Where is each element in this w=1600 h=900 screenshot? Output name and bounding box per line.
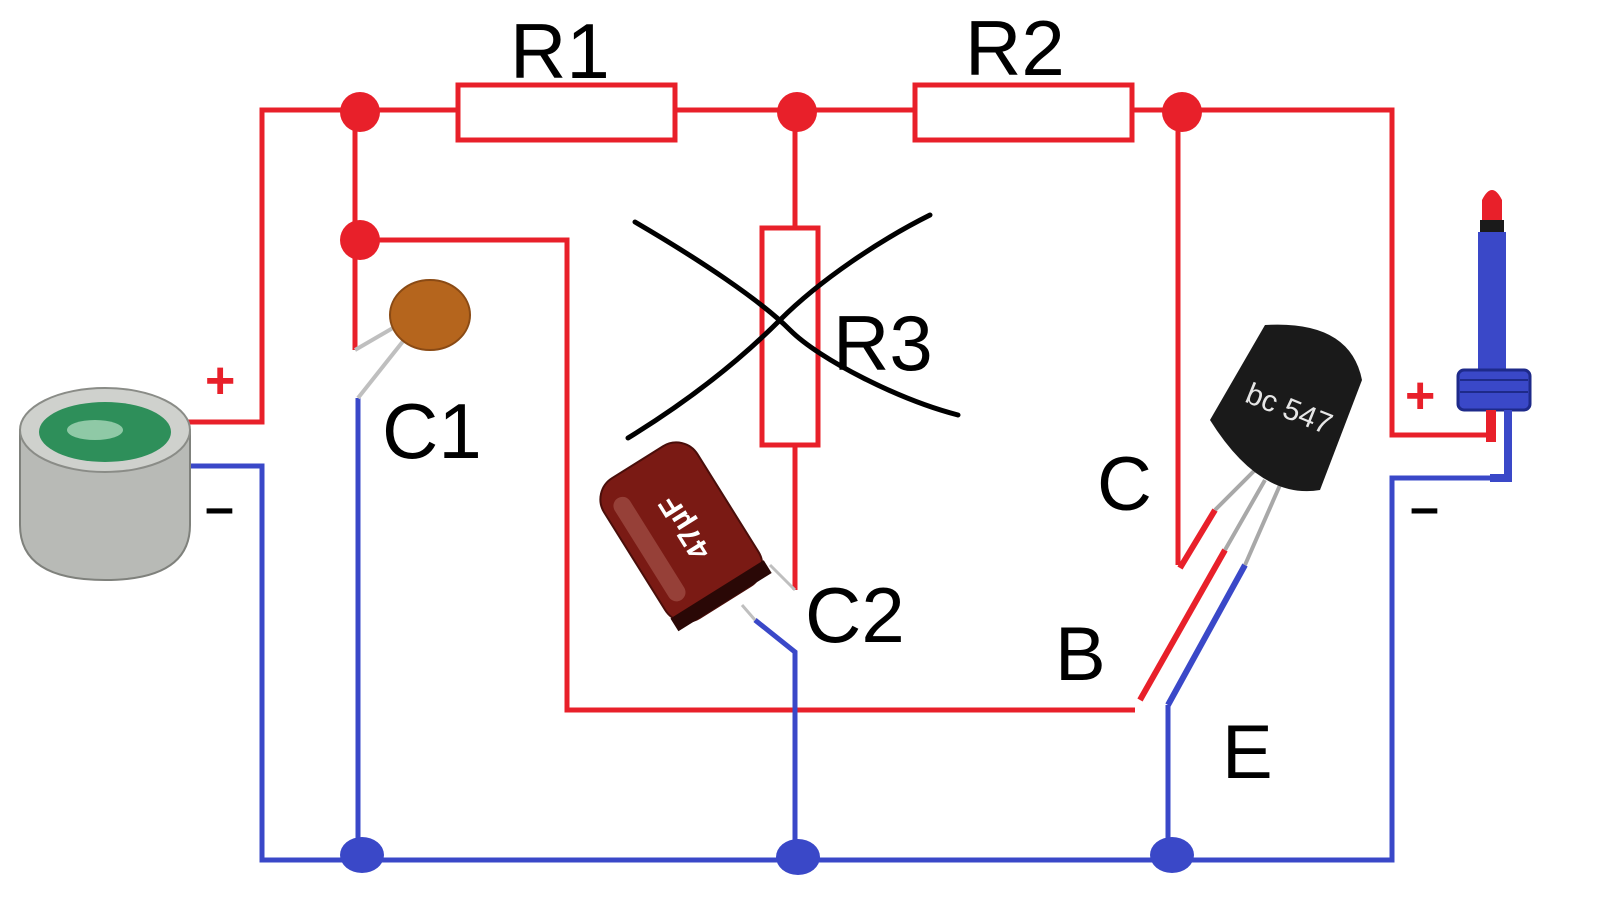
jack-thread (1456, 368, 1532, 412)
transistor-leg-base (1137, 548, 1228, 702)
c2-lead-positive (768, 563, 797, 592)
ground-wires (90, 398, 1490, 863)
microphone (19, 387, 191, 582)
c2-bottom (670, 560, 772, 632)
transistor-leg-silver-3 (1243, 484, 1282, 566)
jack-tip (1482, 190, 1502, 220)
junction-dot-top-left (340, 92, 380, 132)
label-out-minus: – (1410, 479, 1439, 537)
c2-lead-negative (740, 604, 757, 621)
label-pin-c: C (1097, 442, 1152, 527)
junction-dot-ground-left (340, 837, 384, 873)
positive-wires (90, 107, 1490, 713)
label-mic-plus: + (205, 352, 235, 410)
resistor-r1 (455, 82, 678, 143)
electrolytic-capacitor-c2: 47µF (599, 441, 772, 632)
transistor-body (1210, 324, 1362, 492)
label-mic-minus: – (205, 479, 234, 537)
label-c1: C1 (382, 387, 482, 475)
transistor-bc547: bc 547 (1137, 324, 1362, 707)
jack-ring (1480, 220, 1504, 232)
mic-pcb-pad (67, 420, 123, 440)
junction-dot-top-middle (777, 92, 817, 132)
resistor-r2 (912, 82, 1135, 143)
wire-mic-minus-to-ground (90, 463, 1490, 863)
transistor-leg-silver-1 (1213, 468, 1257, 512)
c2-stripe (613, 496, 686, 602)
r3-cross-mark (625, 212, 961, 441)
audio-jack (1456, 190, 1532, 482)
jack-minus-tab (1490, 410, 1512, 482)
label-r1: R1 (510, 7, 610, 95)
junction-dot-top-right (1162, 92, 1202, 132)
jack-shaft (1478, 232, 1506, 372)
wire-c2-to-ground (753, 618, 798, 860)
junction-dot-ground-right (1150, 837, 1194, 873)
label-out-plus: + (1405, 367, 1435, 425)
resistor-r3 (759, 225, 821, 448)
transistor-leg-collector (1177, 508, 1218, 570)
junction-dot-c1 (340, 220, 380, 260)
transistor-leg-emitter (1165, 563, 1248, 707)
junction-dot-ground-middle (776, 839, 820, 875)
label-pin-b: B (1055, 612, 1106, 697)
label-pin-e: E (1222, 710, 1273, 795)
c1-lead-1 (353, 323, 400, 352)
junction-dots (340, 92, 1202, 875)
c1-lead-2 (356, 333, 410, 400)
wire-c1-node-to-base (360, 237, 1135, 713)
jack-plus-tab (1486, 410, 1496, 442)
transistor-leg-silver-2 (1223, 479, 1267, 551)
label-r2: R2 (965, 4, 1065, 92)
label-c2: C2 (805, 571, 905, 659)
ceramic-capacitor-c1 (353, 279, 471, 400)
c1-body (389, 279, 471, 351)
wire-top-rail-to-jack-plus (1182, 107, 1490, 438)
label-r3: R3 (833, 299, 933, 387)
